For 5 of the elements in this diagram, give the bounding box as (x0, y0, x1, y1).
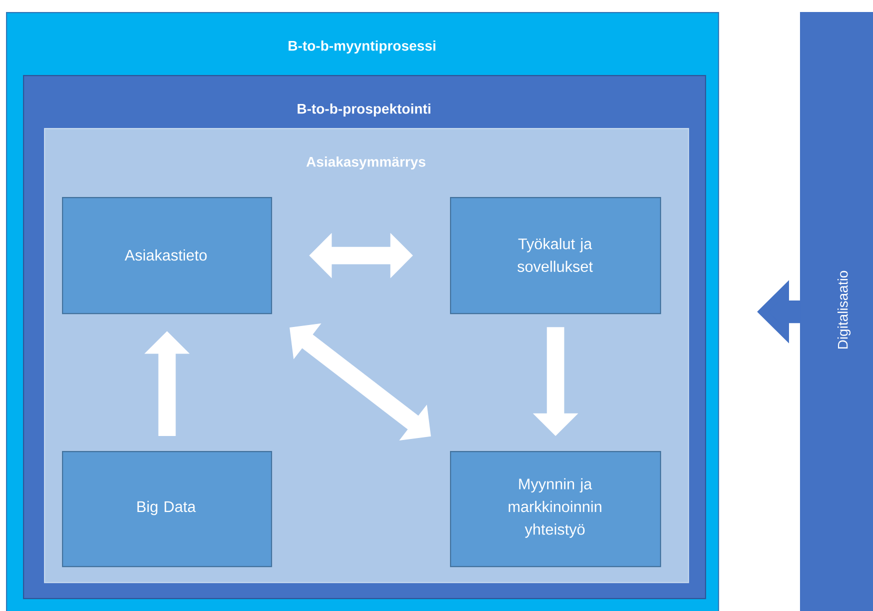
side-band: Digitalisaatio (800, 12, 873, 611)
process-box: Myynnin ja markkinoinnin yhteistyö (450, 451, 662, 568)
process-box: Big Data (62, 451, 272, 568)
process-box: Asiakastieto (62, 197, 272, 314)
process-box: Työkalut ja sovellukset (450, 197, 662, 314)
